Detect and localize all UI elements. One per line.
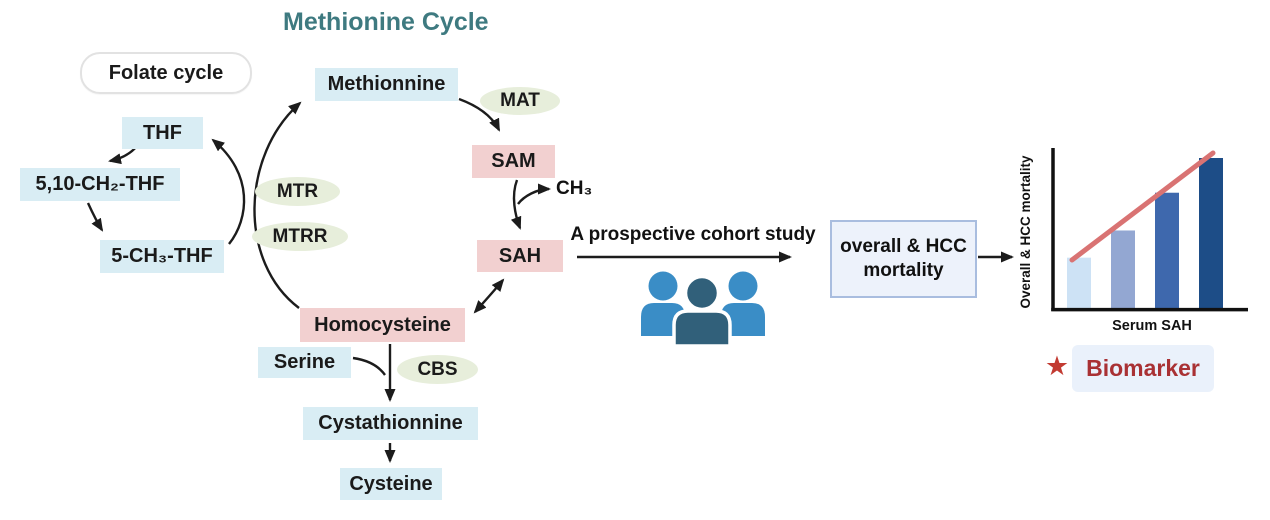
node-homocysteine: Homocysteine	[300, 308, 465, 342]
node-5-10-ch2-thf: 5,10-CH₂-THF	[20, 168, 180, 201]
chart-xlabel: Serum SAH	[1112, 318, 1192, 334]
chart-trend-line	[1069, 150, 1216, 263]
sah-mortality-chart: Overall & HCC mortality Serum SAH	[1020, 148, 1248, 334]
node-methionine: Methionnine	[315, 68, 458, 101]
enzyme-cbs: CBS	[397, 355, 478, 384]
outcome-box: overall & HCC mortality	[830, 220, 977, 298]
arrow-ch3thf-to-thf	[211, 138, 246, 245]
chart-bar-4	[1199, 158, 1223, 309]
node-sam: SAM	[472, 145, 555, 178]
arrow-sam-to-sah	[510, 179, 522, 230]
node-cysteine: Cysteine	[340, 468, 442, 500]
node-sah: SAH	[477, 240, 563, 272]
arrow-ch2thf-to-ch3thf	[86, 202, 104, 232]
figure-title: Methionine Cycle	[283, 8, 489, 36]
enzyme-mat: MAT	[480, 87, 560, 115]
arrow-sah-homocysteine-bidirectional	[473, 278, 505, 314]
node-serine: Serine	[258, 347, 351, 378]
outcome-text: overall & HCC mortality	[840, 236, 967, 281]
chart-bar-2	[1111, 230, 1135, 309]
curve-serine-merge	[352, 356, 386, 376]
biomarker-label: Biomarker	[1086, 355, 1200, 381]
chart-bar-3	[1155, 192, 1179, 309]
enzyme-mtrr: MTRR	[252, 222, 348, 251]
cohort-study-label: A prospective cohort study	[570, 224, 816, 245]
node-ch3: CH₃	[556, 178, 593, 199]
star-icon: ★	[1044, 351, 1070, 381]
node-5-ch3-thf: 5-CH₃-THF	[100, 240, 224, 273]
folate-cycle-text: Folate cycle	[108, 61, 224, 84]
biomarker-chip: Biomarker	[1072, 345, 1214, 392]
arrow-sam-to-ch3	[517, 183, 551, 205]
people-group-icon	[641, 271, 765, 347]
node-thf: THF	[122, 117, 203, 149]
node-cystathionine: Cystathionnine	[303, 407, 478, 440]
chart-bars	[1067, 158, 1223, 309]
enzyme-mtr: MTR	[255, 177, 340, 206]
chart-bar-1	[1067, 257, 1091, 309]
folate-cycle-label: Folate cycle	[80, 52, 252, 94]
chart-ylabel: Overall & HCC mortality	[1020, 155, 1033, 309]
